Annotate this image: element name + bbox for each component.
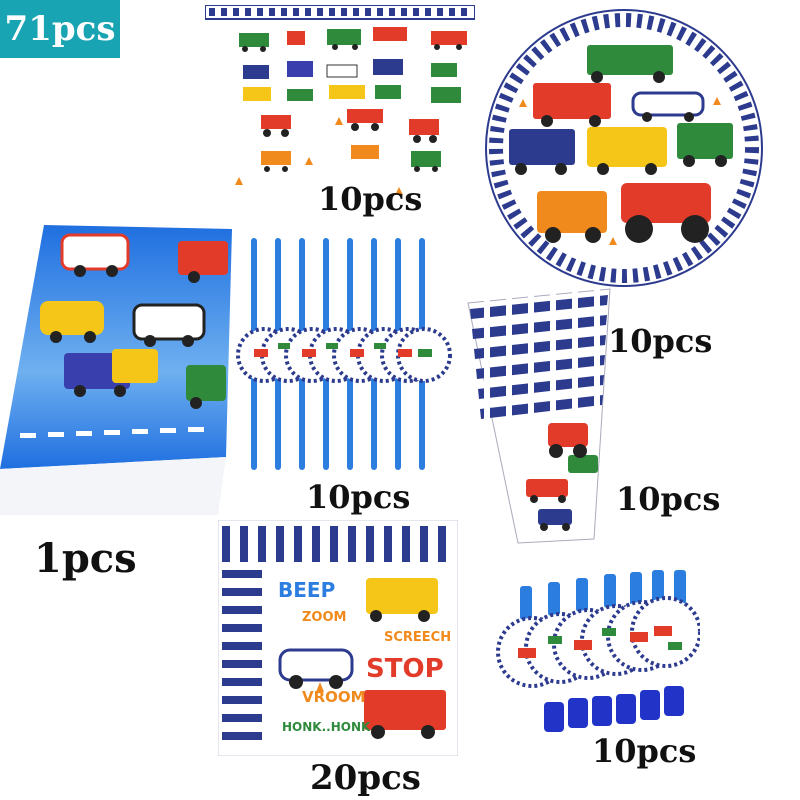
napkins-quantity: 20pcs <box>310 758 421 798</box>
napkin-word-screech: SCREECH <box>384 630 452 645</box>
banner-quantity: 10pcs <box>318 180 423 218</box>
napkin-word-honk: HONK..HONK <box>282 720 371 734</box>
napkins-product: BEEP ZOOM SCREECH STOP VROOM HONK..HONK <box>218 520 458 756</box>
blowouts-quantity: 10pcs <box>592 732 697 770</box>
straws-quantity: 10pcs <box>306 478 411 516</box>
tablecloth-product <box>0 225 232 517</box>
banner-product <box>204 4 476 205</box>
cups-product <box>464 285 614 545</box>
napkin-word-beep: BEEP <box>278 578 336 602</box>
tablecloth-quantity: 1pcs <box>34 535 137 582</box>
total-count-badge: 71pcs <box>0 0 120 58</box>
napkin-word-stop: STOP <box>366 654 444 684</box>
cups-quantity-top: 10pcs <box>608 322 713 360</box>
plate-product <box>483 7 765 289</box>
blowouts-product <box>490 568 702 738</box>
straws-product <box>230 235 460 475</box>
cups-quantity-bottom: 10pcs <box>616 480 721 518</box>
napkin-word-vroom: VROOM <box>302 688 366 706</box>
napkin-word-zoom: ZOOM <box>302 610 347 625</box>
